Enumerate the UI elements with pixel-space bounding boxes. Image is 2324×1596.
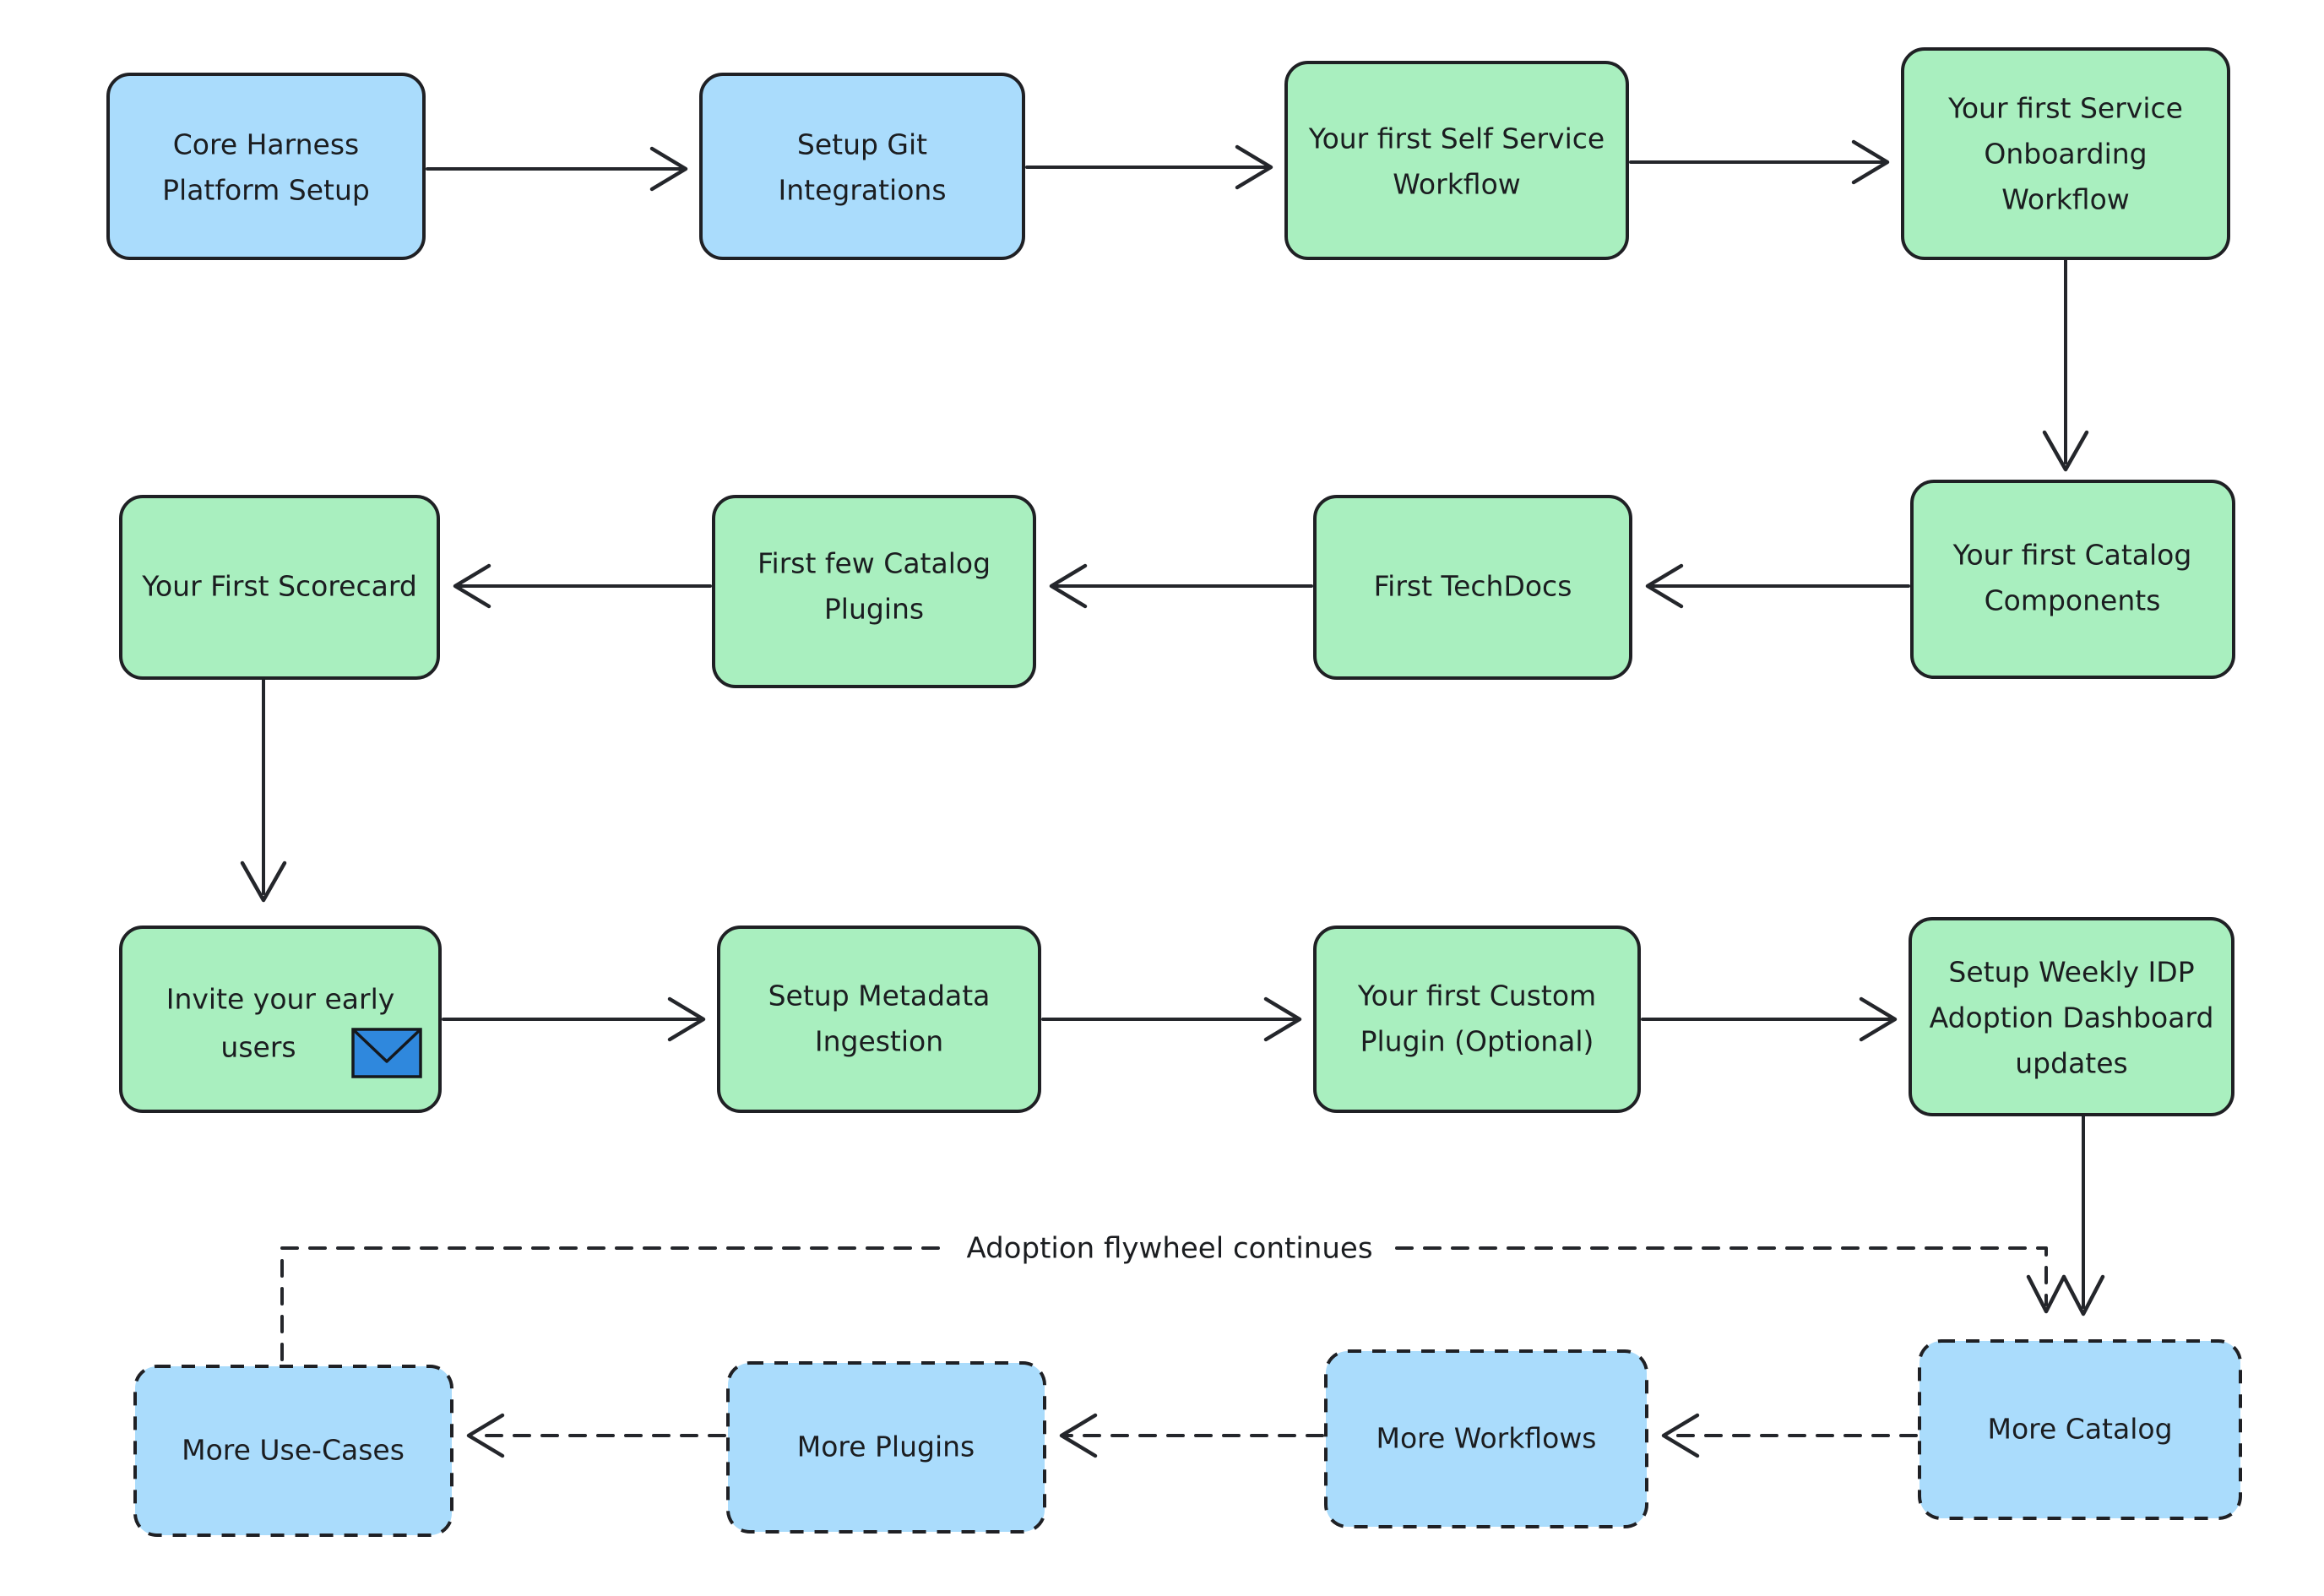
node-label-line: First few Catalog bbox=[757, 547, 991, 580]
edge-catalog-components-to-first-techdocs bbox=[1645, 563, 1910, 609]
edge-self-service-to-service-onboarding bbox=[1629, 139, 1890, 185]
node-more-use-cases[interactable]: More Use-Cases bbox=[133, 1365, 453, 1537]
edge-service-onboarding-to-catalog-components bbox=[2042, 258, 2089, 472]
node-label-line: Your first Service bbox=[1947, 92, 2183, 125]
node-invite-your-early-users[interactable]: Invite your early users bbox=[119, 926, 442, 1113]
node-setup-git-integrations[interactable]: Setup Git Integrations bbox=[699, 73, 1025, 260]
node-label-line: Adoption Dashboard bbox=[1930, 1002, 2214, 1034]
edge-custom-plugin-to-weekly-idp-dashboard bbox=[1641, 996, 1898, 1042]
node-label-line: Core Harness bbox=[173, 128, 360, 161]
node-label-line: More Catalog bbox=[1987, 1413, 2172, 1446]
edge-setup-git-to-self-service-workflow bbox=[1025, 144, 1273, 190]
edge-invite-early-users-to-setup-metadata bbox=[442, 996, 706, 1042]
node-your-first-custom-plugin[interactable]: Your first Custom Plugin (Optional) bbox=[1313, 926, 1641, 1113]
node-label-line: Workflow bbox=[1393, 168, 1521, 201]
flywheel-label-backdrop bbox=[946, 1226, 1393, 1270]
node-label-line: users bbox=[220, 1031, 296, 1064]
node-more-plugins[interactable]: More Plugins bbox=[726, 1361, 1046, 1534]
edge-label-adoption-flywheel: Adoption flywheel continues bbox=[966, 1232, 1372, 1266]
node-label-line: Your first Self Service bbox=[1308, 122, 1605, 155]
node-label-line: Plugins bbox=[824, 593, 924, 626]
node-label-line: updates bbox=[2015, 1047, 2127, 1080]
node-label-line: Setup Weekly IDP bbox=[1948, 956, 2194, 989]
edge-setup-metadata-to-custom-plugin bbox=[1041, 996, 1302, 1042]
node-label-line: More Workflows bbox=[1376, 1422, 1596, 1455]
node-your-first-catalog-components[interactable]: Your first Catalog Components bbox=[1910, 480, 2235, 679]
edge-first-techdocs-to-catalog-plugins bbox=[1049, 563, 1313, 609]
edge-catalog-plugins-to-first-scorecard bbox=[453, 563, 712, 609]
node-label-line: Platform Setup bbox=[162, 174, 370, 207]
node-label-line: Workflow bbox=[2001, 183, 2130, 216]
node-your-first-self-service-workflow[interactable]: Your first Self Service Workflow bbox=[1284, 61, 1629, 260]
node-more-workflows[interactable]: More Workflows bbox=[1324, 1349, 1648, 1528]
node-label-line: Setup Metadata bbox=[768, 980, 991, 1012]
node-label-line: Your First Scorecard bbox=[141, 570, 417, 603]
node-label-line: Onboarding bbox=[1984, 138, 2147, 171]
edge-first-scorecard-to-invite-early-users bbox=[240, 678, 287, 903]
node-label-line: Your first Custom bbox=[1357, 980, 1596, 1012]
node-setup-weekly-idp-adoption-dashboard-updates[interactable]: Setup Weekly IDP Adoption Dashboard upda… bbox=[1909, 917, 2234, 1116]
node-label-line: More Plugins bbox=[797, 1430, 975, 1463]
edge-adoption-flywheel-loop bbox=[280, 1246, 2066, 1361]
edge-more-plugins-to-more-use-cases bbox=[466, 1413, 726, 1458]
node-more-catalog[interactable]: More Catalog bbox=[1918, 1339, 2242, 1520]
edge-more-workflows-to-more-plugins bbox=[1059, 1413, 1324, 1458]
edge-more-catalog-to-more-workflows bbox=[1661, 1413, 1918, 1458]
node-label-line: Components bbox=[1985, 584, 2161, 617]
node-core-harness-platform-setup[interactable]: Core Harness Platform Setup bbox=[106, 73, 426, 260]
nodes-layer: Core Harness Platform Setup Setup Git In… bbox=[106, 47, 2242, 1537]
node-label-line: More Use-Cases bbox=[182, 1434, 405, 1467]
node-setup-metadata-ingestion[interactable]: Setup Metadata Ingestion bbox=[717, 926, 1041, 1113]
envelope-icon bbox=[351, 1028, 422, 1078]
edge-weekly-idp-dashboard-to-more-catalog bbox=[2061, 1115, 2105, 1316]
node-label-line: Plugin (Optional) bbox=[1360, 1025, 1594, 1058]
edge-core-harness-to-setup-git bbox=[426, 146, 688, 192]
node-label-line: Your first Catalog bbox=[1952, 539, 2192, 572]
node-first-techdocs[interactable]: First TechDocs bbox=[1313, 495, 1632, 680]
node-label-line: Invite your early bbox=[166, 983, 395, 1016]
node-your-first-service-onboarding-workflow[interactable]: Your first Service Onboarding Workflow bbox=[1901, 47, 2230, 260]
node-label-line: Integrations bbox=[778, 174, 946, 207]
node-label-line: Setup Git bbox=[797, 128, 927, 161]
node-your-first-scorecard[interactable]: Your First Scorecard bbox=[119, 495, 440, 680]
node-label-line: Ingestion bbox=[815, 1025, 943, 1058]
node-label-line: First TechDocs bbox=[1374, 570, 1572, 603]
edges-layer: Adoption flywheel continues bbox=[240, 139, 2105, 1458]
node-first-few-catalog-plugins[interactable]: First few Catalog Plugins bbox=[712, 495, 1036, 688]
